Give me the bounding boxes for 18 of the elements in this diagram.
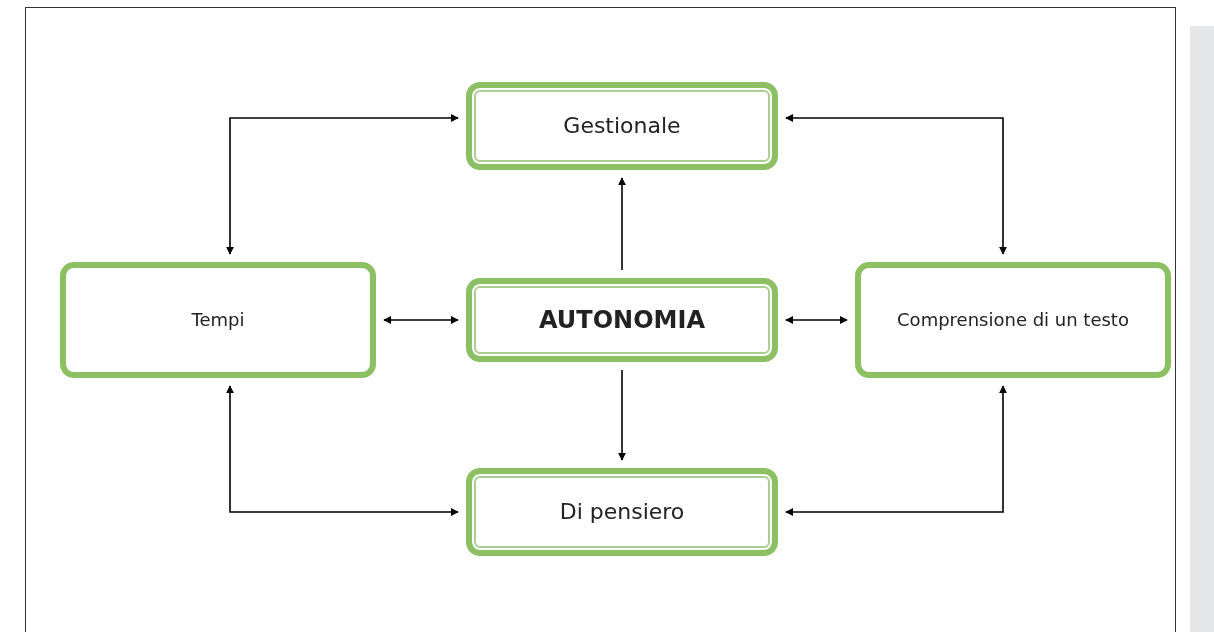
box-label: Comprensione di un testo	[896, 307, 1130, 332]
process-box	[466, 82, 778, 170]
arrow	[226, 385, 459, 516]
arrow	[785, 316, 848, 324]
arrow	[785, 385, 1007, 516]
arrow	[618, 177, 626, 271]
arrow	[618, 369, 626, 461]
box-label: Gestionale	[562, 112, 682, 141]
box-label: Tempi	[190, 307, 246, 332]
arrow	[226, 114, 459, 255]
process-box	[855, 262, 1171, 378]
arrow	[785, 114, 1007, 255]
process-box	[60, 262, 376, 378]
box-label: Di pensiero	[558, 498, 686, 527]
box-label: AUTONOMIA	[538, 304, 706, 336]
arrow	[383, 316, 459, 324]
process-box	[466, 468, 778, 556]
central-box	[466, 278, 778, 362]
